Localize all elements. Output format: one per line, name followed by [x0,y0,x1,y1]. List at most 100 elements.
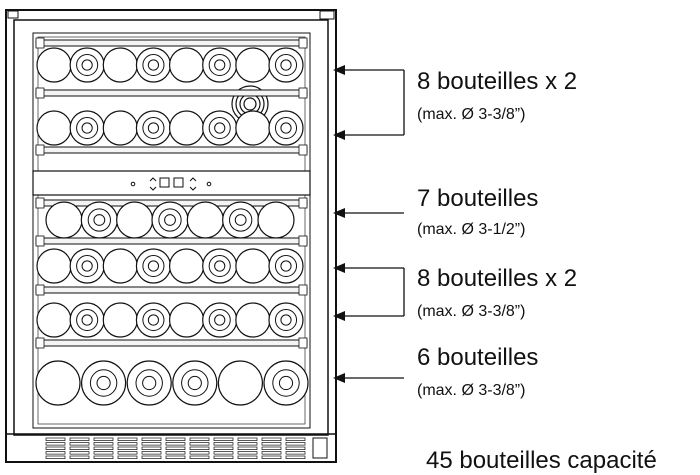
vent-slot [45,442,66,446]
bottle-neck-tip [214,260,226,272]
zone3-size-label: (max. Ø 3-3/8”) [417,303,526,320]
bottle-end [102,47,138,83]
vent-slot [141,437,162,441]
zone3-count-label: 8 bouteilles x 2 [417,265,578,292]
vent-slot [213,442,234,446]
vent-slot [285,451,306,455]
vent-slot [117,451,138,455]
shelf-rail-left [35,37,45,49]
bottle-end [202,47,238,83]
vent-slot [69,451,90,455]
vent-slot [93,437,114,441]
bottle-end [186,201,224,239]
vent-slot [141,451,162,455]
bottle-neck-ring [208,53,231,77]
zone1-arrow-bottom-head [333,130,345,140]
vent-slot [69,455,90,459]
shelf [35,146,308,154]
vent-slot [45,437,66,441]
bottle-end [202,110,238,146]
vent-slot [165,455,186,459]
right-foot [312,437,328,459]
vent-slot [261,446,282,450]
bottle-end [69,248,105,284]
vent-slot [189,437,210,441]
shelf-rail-left [35,87,45,99]
bottle-end [222,201,260,239]
zone3-arrow-bottom-head [333,311,345,321]
vent-slot [165,442,186,446]
vent-slot [45,455,66,459]
vent-slot [141,442,162,446]
vent-slot [117,455,138,459]
bottle-neck-ring [208,116,231,140]
vent-slot [45,451,66,455]
bottle-end [80,201,118,239]
bottle-end [168,248,205,284]
bottle-neck-ring [87,208,111,232]
zone-divider [32,170,311,196]
bottle-end [116,201,154,239]
shelf-rail-left [35,337,45,349]
shelf-rail-right [298,284,308,296]
zone1-count-label: 8 bouteilles x 2 [417,68,578,95]
zone4-count-label: 6 bouteilles [417,344,539,371]
bottle-base [80,360,127,406]
vent-slot [285,442,306,446]
bottle-punt-center [96,375,111,391]
zone3-arrow-top-head [333,263,345,273]
bottle-end [235,110,271,146]
bottle-punt-center [187,375,202,391]
bottle-end [36,302,72,338]
bottle-neck-tip [81,122,93,134]
zone2-count-label: 7 bouteilles [417,185,539,212]
bottle-neck-ring [142,308,165,332]
vent-slot [285,446,306,450]
shelf [35,339,308,347]
shelf-rail-right [298,197,308,209]
vent-slot [117,437,138,441]
bottle-neck-tip [81,314,93,326]
bottle-neck-ring [76,308,99,332]
bottle-neck-tip [280,260,292,272]
shelf-rail-left [35,235,45,247]
bottle-neck-ring [274,254,298,278]
bottle-neck-ring [76,254,99,278]
bottle-neck-ring [142,254,165,278]
shelf-rail-right [298,144,308,156]
vent-slot [141,455,162,459]
bottle-end [36,47,72,83]
shelf-rail-right [298,337,308,349]
bottle-end [151,201,189,239]
vent-slot [213,437,234,441]
vent-slot [93,451,114,455]
bottle-neck-tip [147,260,160,272]
bottle-end [69,302,105,338]
bottle-end [168,47,205,83]
shelf-rail-left [35,284,45,296]
bottle-neck-ring [142,53,165,77]
vent-slot [165,437,186,441]
bottle-base [172,360,218,406]
bottle-end [36,110,72,146]
bottle-neck-tip [81,260,93,272]
top-hinge-right [319,10,335,20]
zone2-arrow-head [333,208,345,218]
cabinet-inner-frame [13,19,329,436]
base-plate [5,433,337,463]
bottle-neck-tip [280,122,292,134]
vent-slot [69,442,90,446]
control-panel [130,177,212,191]
shelf [35,237,308,245]
bottle-end [69,110,105,146]
bottle-neck-ring [208,254,231,278]
bottle-neck-tip [214,59,226,71]
bottle-punt [181,369,209,397]
callouts [333,65,405,383]
vent-slot [141,446,162,450]
vent-slot [213,455,234,459]
bottle-base [263,360,309,406]
vent-slot [237,446,258,450]
vent-slot [261,451,282,455]
